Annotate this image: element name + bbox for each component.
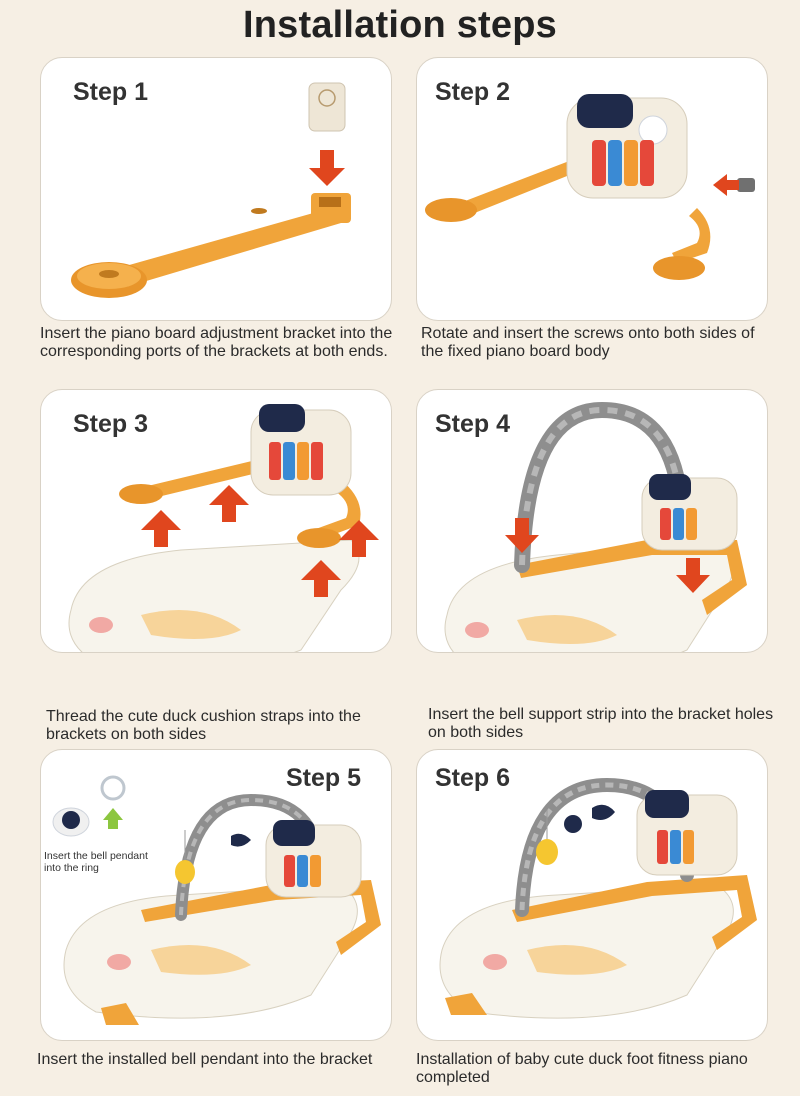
up-arrow-icon (103, 808, 123, 829)
step-2-illustration (425, 94, 755, 280)
step-4-illustration (444, 401, 747, 652)
up-arrow-icon (301, 560, 341, 597)
step-3-panel: Step 3 (40, 389, 392, 653)
up-arrow-icon (141, 510, 181, 547)
step-6-label: Step 6 (435, 764, 511, 792)
step-5-label: Step 5 (286, 764, 362, 792)
down-arrow-icon (676, 558, 710, 593)
step-4-caption: Insert the bell support strip into the b… (428, 706, 774, 741)
down-arrow-icon (505, 518, 539, 553)
up-arrow-icon (209, 485, 249, 522)
left-arrow-icon (713, 174, 739, 196)
step-2-label: Step 2 (435, 78, 511, 106)
step-1-label: Step 1 (73, 78, 149, 106)
step-4-label: Step 4 (435, 410, 511, 438)
step-3-label: Step 3 (73, 410, 149, 438)
step-1-illustration (71, 82, 351, 298)
step-3-illustration (68, 404, 379, 652)
step-6-panel: Step 6 (416, 749, 768, 1041)
down-arrow-icon (309, 150, 345, 186)
up-arrow-icon (339, 520, 379, 557)
page-title: Installation steps (242, 4, 557, 46)
step-2-caption: Rotate and insert the screws onto both s… (421, 325, 755, 360)
step-5-caption: Insert the installed bell pendant into t… (37, 1051, 373, 1068)
step-5-illustration (52, 775, 381, 1025)
step-5-note: Insert the bell pendant into the ring (44, 850, 148, 874)
step-5-panel: Step 5 Insert the bell pendant into the … (40, 749, 392, 1041)
step-2-panel: Step 2 (416, 57, 768, 321)
step-6-illustration (439, 777, 757, 1019)
step-6-caption: Installation of baby cute duck foot fitn… (416, 1051, 748, 1086)
step-1-panel: Step 1 (40, 57, 392, 321)
step-1-caption: Insert the piano board adjustment bracke… (40, 325, 393, 360)
step-3-caption: Thread the cute duck cushion straps into… (46, 708, 361, 743)
step-4-panel: Step 4 (416, 389, 768, 653)
